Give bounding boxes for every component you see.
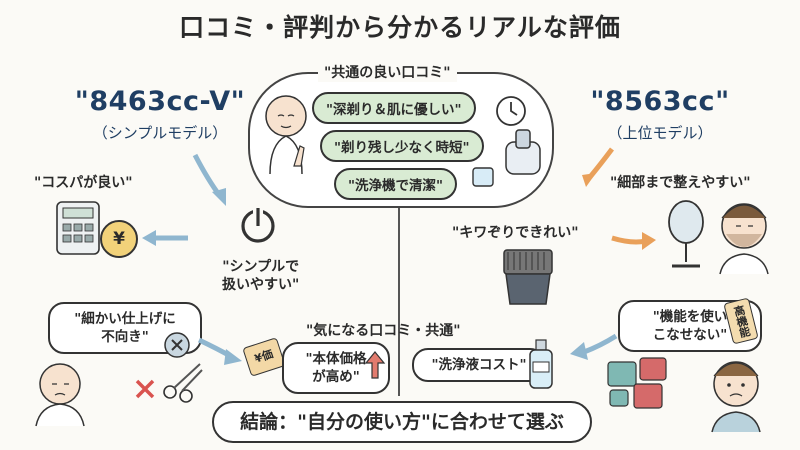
concerns-heading: "気になる口コミ・共通"	[306, 323, 461, 339]
trimmer-head-icon	[503, 249, 553, 305]
right-review-edge: "キワぞりできれい"	[452, 225, 579, 241]
cup-icon	[472, 167, 494, 187]
bald-man-icon	[35, 363, 85, 427]
cleaning-fluid-bottle-icon	[529, 339, 553, 389]
left-review-fine-bubble: "細かい仕上げに 不向き"	[48, 302, 202, 355]
good-review-time-saving: "剃り残し少なく時短"	[320, 130, 484, 162]
power-button-icon	[241, 206, 275, 243]
price-tag-icon: ¥価	[242, 337, 286, 377]
up-arrow-icon	[364, 351, 386, 379]
center-divider	[398, 78, 400, 396]
left-review-value: "コスパが良い"	[34, 175, 133, 191]
common-good-heading: "共通の良い口コミ"	[318, 62, 457, 82]
right-model-name: "8563cc"	[590, 86, 730, 117]
yen-coin-icon: ¥	[100, 220, 138, 258]
cross-circle-icon	[164, 332, 190, 358]
mirror-icon	[668, 200, 704, 268]
arrow-to-cleaning-cost	[570, 333, 618, 360]
conclusion-box: 結論："自分の使い方"に合わせて選ぶ	[212, 401, 592, 443]
good-review-close-shave: "深剃り＆肌に優しい"	[312, 92, 476, 124]
right-model-subtitle: （上位モデル）	[607, 124, 713, 142]
arrow-to-concerns	[197, 337, 242, 365]
calculator-icon	[56, 201, 100, 255]
red-x-icon	[135, 379, 155, 399]
page-title: 口コミ・評判から分かるリアルな評価	[179, 13, 621, 42]
good-review-clean: "洗浄機で清潔"	[334, 168, 458, 200]
arrow-to-value	[142, 230, 188, 246]
puzzle-pieces-icon	[607, 357, 667, 409]
left-model-name: "8463cc-V"	[74, 86, 246, 117]
arrow-model-to-detail	[582, 147, 614, 187]
confused-man-icon	[711, 361, 761, 433]
left-review-simple: "シンプルで 扱いやすい"	[222, 259, 300, 294]
left-model-subtitle: （シンプルモデル）	[92, 124, 228, 142]
man-face-icon	[265, 95, 307, 175]
clock-icon	[496, 96, 526, 126]
right-review-detail: "細部まで整えやすい"	[610, 175, 751, 191]
bearded-man-icon	[719, 203, 769, 275]
arrow-model-to-power	[192, 153, 226, 206]
arrow-to-mirror	[611, 232, 656, 250]
cleaning-station-icon	[505, 129, 541, 175]
scissors-icon	[163, 363, 203, 403]
